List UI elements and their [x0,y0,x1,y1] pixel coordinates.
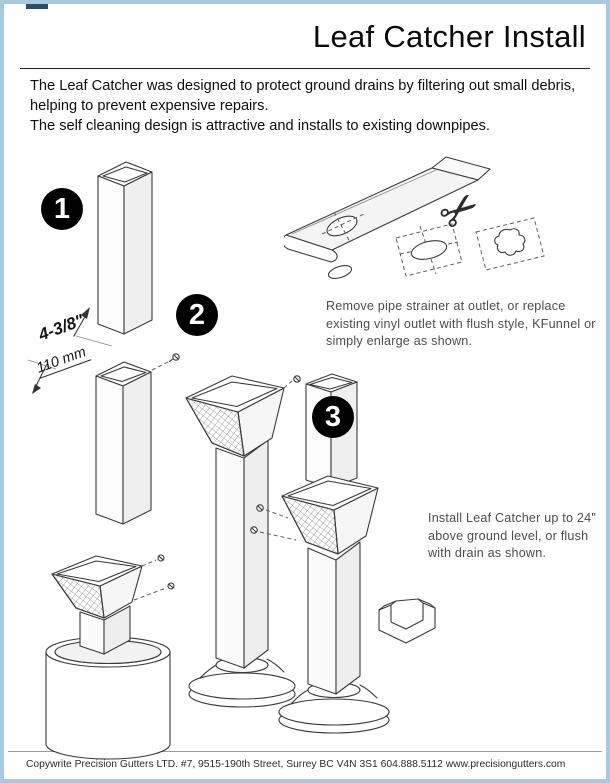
screw-icon [167,582,175,590]
screw-icon [250,526,258,534]
screw-icon [293,375,301,383]
step-1-badge: 1 [41,188,83,230]
scan-artifact [26,4,48,9]
flush-cut-option [395,223,463,277]
footer-divider [8,751,602,752]
downpipe-cut-illustration [95,353,180,525]
screw-icon [168,353,180,362]
step-2-badge: 2 [176,294,218,336]
leaf-catcher-hopper [281,475,379,555]
leaf-catcher-drain-illustration [45,554,175,760]
gutter-sheet [284,156,491,279]
footer-text: Copywrite Precision Gutters LTD. #7, 951… [26,759,566,770]
screw-icon [157,554,165,562]
install-assembly-illustration [250,373,390,734]
measurement-arrows [27,307,113,394]
ground-drain [45,636,171,760]
downpipe-section-illustration [97,161,153,335]
round-base [188,656,296,708]
intro-paragraph-2: The self cleaning design is attractive a… [30,117,490,134]
bracket-illustration [378,598,436,644]
leaf-catcher-hopper [185,375,285,457]
note-install: Install Leaf Catcher up to 24" above gro… [428,511,596,561]
step-3-badge: 3 [312,396,354,438]
gutter-outlet-illustration: ✂ [284,156,545,279]
title-divider [20,68,590,69]
page-title: Leaf Catcher Install [312,19,586,54]
enlarged-cut-option [475,217,545,271]
intro-text: The Leaf Catcher was designed to protect… [30,77,582,137]
leaf-catcher-assembly-illustration [185,375,301,708]
note-outlet: Remove pipe strainer at outlet, or repla… [326,299,596,349]
intro-paragraph-1: The Leaf Catcher was designed to protect… [30,78,576,114]
leaf-catcher-hopper [51,555,143,619]
round-base [278,681,390,734]
screw-icon [256,504,264,512]
